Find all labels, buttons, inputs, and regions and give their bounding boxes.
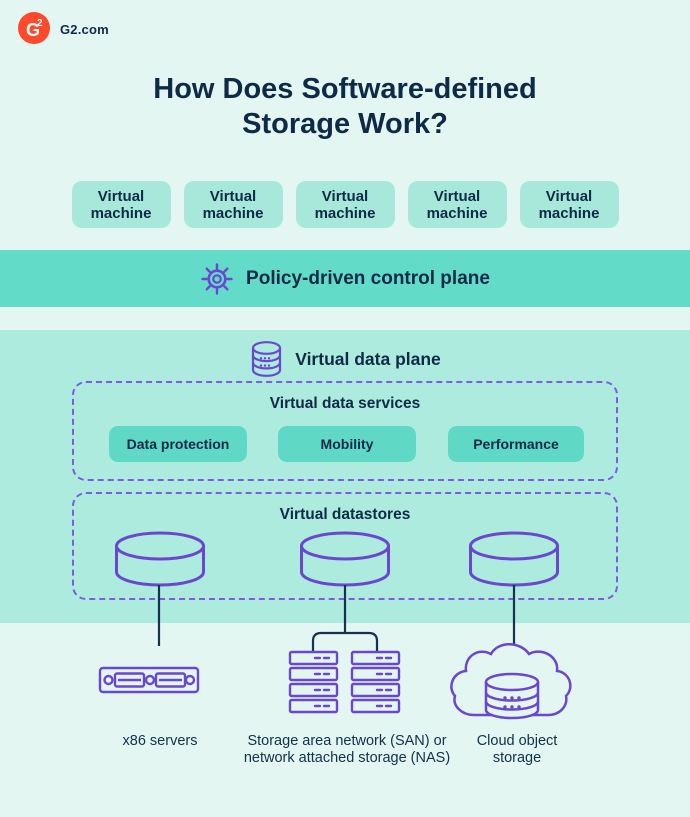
gear-icon [200,262,234,296]
g2-logo: G 2 [18,12,50,44]
virtual-machines-row: Virtual machine Virtual machine Virtual … [0,181,690,228]
page-title-line2: Storage Work? [242,108,448,140]
virtual-machine-box: Virtual machine [71,181,171,228]
server-icon [98,666,200,694]
x86-servers-label: x86 servers [95,733,225,750]
service-performance: Performance [448,426,584,462]
logo-g-glyph: G [26,20,40,40]
virtual-machine-box: Virtual machine [183,181,283,228]
data-plane-title: Virtual data plane [295,348,441,369]
data-plane-header: Virtual data plane [0,339,690,379]
san-nas-label-line2: network attached storage (NAS) [243,750,451,766]
x86-servers-label-text: x86 servers [122,733,198,749]
page-title-line1: How Does Software-defined [153,73,537,105]
page-title: How Does Software-defined Storage Work? [0,72,690,142]
virtual-data-plane-section: Virtual data plane Virtual data services… [0,330,690,623]
control-plane-banner: Policy-driven control plane [0,250,690,307]
san-nas-label-line1: Storage area network (SAN) or [247,733,447,749]
cloud-storage-icon [450,643,572,720]
service-mobility: Mobility [278,426,416,462]
control-plane-label: Policy-driven control plane [246,267,490,289]
logo-2-glyph: 2 [37,18,43,29]
data-services-title: Virtual data services [269,395,421,412]
san-nas-label: Storage area network (SAN) or network at… [230,733,464,767]
datastores-title: Virtual datastores [279,506,411,523]
cloud-storage-label-line2: storage [492,750,542,766]
virtual-machine-box: Virtual machine [519,181,619,228]
cloud-storage-label-line1: Cloud object [476,733,558,749]
storage-stack-icon [288,650,401,714]
brand-text: G2.com [60,22,109,37]
virtual-datastores-box: Virtual datastores [72,492,618,600]
database-icon [249,339,284,379]
stack-led-dashes [313,656,393,708]
cloud-storage-label: Cloud object storage [457,733,577,767]
virtual-machine-box: Virtual machine [407,181,507,228]
virtual-data-services-box: Virtual data services Data protection Mo… [72,381,618,481]
service-data-protection: Data protection [109,426,247,462]
virtual-machine-box: Virtual machine [295,181,395,228]
